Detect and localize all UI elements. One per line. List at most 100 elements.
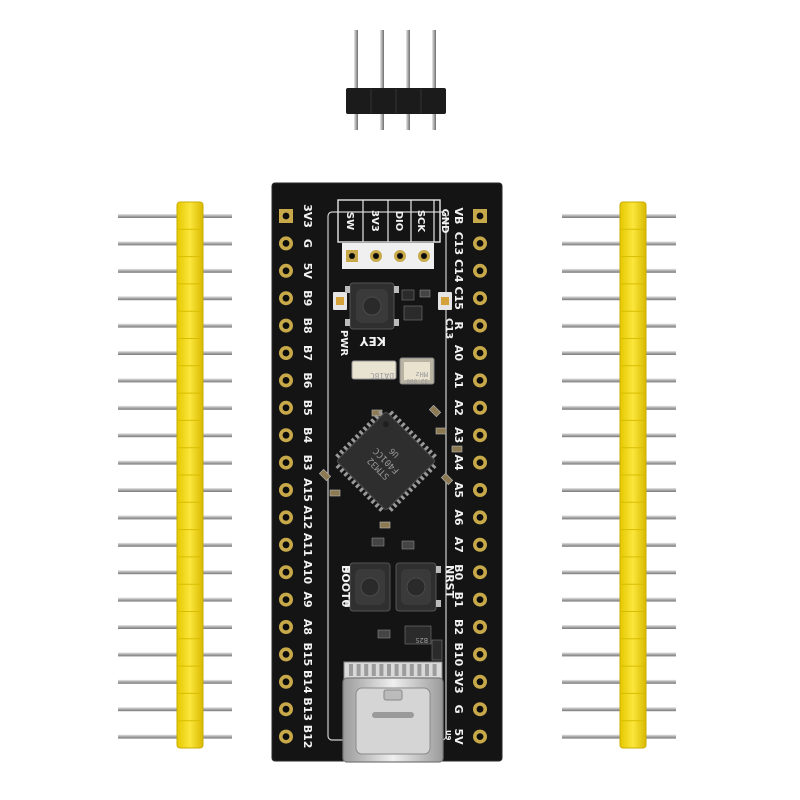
pin-pad xyxy=(473,291,487,306)
pin-pad xyxy=(473,565,487,580)
usb-pin xyxy=(417,664,422,676)
smd-capacitor xyxy=(435,427,447,435)
header-pin xyxy=(562,570,676,575)
right-pin-label: G xyxy=(452,705,465,714)
key-button[interactable] xyxy=(345,282,399,330)
left-pin-label: B7 xyxy=(301,345,314,361)
pwr-label: PWR xyxy=(338,330,349,356)
header-pin xyxy=(380,30,384,130)
boot0-label: BOOT0 xyxy=(339,565,352,608)
smd-resistor xyxy=(401,540,415,550)
usb-pin xyxy=(379,664,384,676)
header-pin xyxy=(562,734,676,739)
swd-label-box xyxy=(337,199,441,243)
swd-pad xyxy=(346,250,358,262)
swd-pad xyxy=(394,250,406,262)
left-pin-label: B3 xyxy=(301,455,314,471)
swd-pad xyxy=(418,250,430,262)
header-pin xyxy=(562,405,676,410)
header-pin xyxy=(118,597,232,602)
left-pin-label: 3V3 xyxy=(301,204,314,228)
protection-ic-marking: B2S xyxy=(415,636,428,644)
header-pin xyxy=(118,515,232,520)
left-pin-label: A15 xyxy=(301,478,314,502)
header-pin xyxy=(562,214,676,218)
usb-pin xyxy=(394,664,399,676)
pin-pad xyxy=(473,400,487,415)
nrst-button[interactable] xyxy=(395,562,441,612)
right-pin-label: R xyxy=(452,321,465,330)
pwr-led xyxy=(333,292,347,310)
header-pin xyxy=(118,351,232,355)
left-pin-label: B6 xyxy=(301,372,314,388)
pin-pad xyxy=(473,729,487,744)
pin-pad xyxy=(279,428,293,443)
usb-pin xyxy=(409,664,414,676)
pin-pad xyxy=(279,346,293,360)
pin-pad xyxy=(473,209,487,223)
four-pin-header xyxy=(346,30,446,130)
usb-c-port[interactable] xyxy=(342,661,444,763)
header-pin xyxy=(118,679,232,684)
pin-pad xyxy=(473,674,487,689)
swd-pin-label: DIO xyxy=(393,211,404,232)
pin-pad xyxy=(279,291,293,306)
right-pin-label: A5 xyxy=(452,482,465,498)
swd-pin-label: 3V3 xyxy=(369,210,380,232)
header-pin xyxy=(118,542,232,547)
swd-pin-label: GND xyxy=(439,209,450,234)
left-pin-label: G xyxy=(301,239,314,248)
key-label: KEY xyxy=(360,334,386,348)
right-pin-label: 3V3 xyxy=(452,670,465,694)
pin-pad xyxy=(473,263,487,278)
boot0-button[interactable] xyxy=(345,562,391,612)
pin-pad xyxy=(279,537,293,552)
header-pin xyxy=(562,707,676,712)
regulator-ic xyxy=(403,305,423,321)
pin-pad xyxy=(279,373,293,388)
pin-pad xyxy=(473,428,487,443)
left-pin-label: B12 xyxy=(301,725,314,749)
header-pin xyxy=(562,515,676,520)
header-pin xyxy=(562,268,676,273)
usb-pin xyxy=(387,664,391,676)
left-pin-label: B13 xyxy=(301,697,314,721)
pin-pad xyxy=(279,455,293,470)
smd-resistor xyxy=(377,629,391,639)
right-pin-header xyxy=(562,201,676,749)
header-pin xyxy=(562,597,676,602)
diode xyxy=(431,639,443,661)
left-pin-label: A11 xyxy=(301,533,314,557)
header-pin xyxy=(562,542,676,547)
right-pin-label: B10 xyxy=(452,643,465,667)
header-pin xyxy=(118,241,232,246)
right-pin-label: A7 xyxy=(452,537,465,553)
left-pin-label: A10 xyxy=(301,560,314,584)
header-pin xyxy=(118,707,232,712)
left-pin-label: A8 xyxy=(301,619,314,635)
mcu-chip: STM32 F401CC U6 xyxy=(335,410,437,512)
pin-pad xyxy=(473,373,487,388)
header-pin xyxy=(562,460,676,465)
header-pin xyxy=(562,296,676,301)
rev-label: U9 xyxy=(444,730,452,741)
pin-pad xyxy=(279,483,293,497)
header-pin xyxy=(118,625,232,629)
header-pin xyxy=(562,241,676,246)
swd-pin-label: SW xyxy=(344,212,355,230)
pin-pad xyxy=(473,647,487,662)
header-pin xyxy=(562,488,676,492)
right-pin-label: A6 xyxy=(452,509,465,526)
smd-capacitor xyxy=(428,404,442,418)
right-pin-label: A3 xyxy=(452,427,465,443)
c13-led xyxy=(438,292,452,310)
header-pin xyxy=(118,268,232,273)
usb-pin xyxy=(349,664,353,676)
pin-pad xyxy=(279,620,293,634)
usb-pin xyxy=(432,664,437,676)
pin-pad xyxy=(279,592,293,607)
smd-resistor xyxy=(371,537,385,547)
pin-pad xyxy=(279,674,293,689)
header-pin xyxy=(118,296,232,301)
